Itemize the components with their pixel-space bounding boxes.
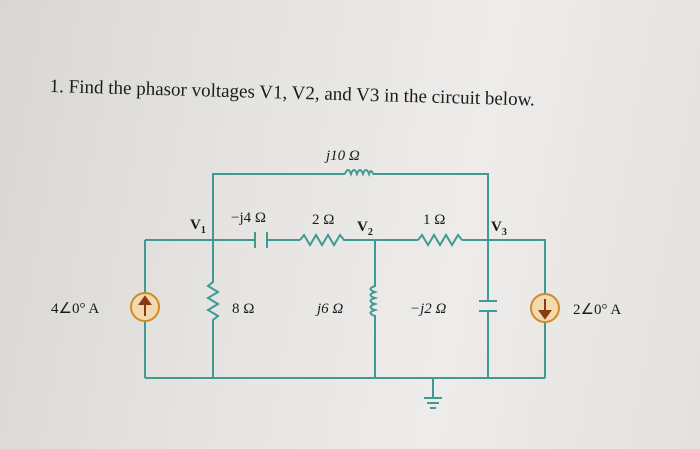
capacitor-neg-j4 — [254, 232, 268, 248]
middle-wire — [145, 239, 546, 294]
label-neg-j4: −j4 Ω — [231, 210, 266, 226]
top-branch-wire — [212, 173, 489, 240]
label-j6: j6 Ω — [315, 301, 343, 317]
label-v1: V1 — [190, 217, 206, 236]
resistor-2ohm — [299, 233, 350, 247]
label-8ohm: 8 Ω — [232, 301, 254, 317]
resistor-1ohm — [417, 233, 463, 247]
current-source-left — [130, 292, 160, 322]
label-neg-j2: −j2 Ω — [410, 301, 447, 317]
resistor-8ohm — [206, 240, 220, 378]
label-v3: V3 — [491, 219, 507, 238]
label-1ohm: 1 Ω — [423, 212, 445, 228]
capacitor-neg-j2 — [479, 240, 497, 378]
label-source-left: 4∠0° A — [51, 301, 99, 317]
ground-symbol — [424, 378, 442, 409]
j6-inductor — [369, 240, 379, 378]
label-source-right: 2∠0° A — [573, 302, 621, 318]
current-source-right — [530, 293, 560, 323]
j10-inductor — [344, 169, 374, 177]
label-v2: V2 — [357, 219, 373, 238]
label-2ohm: 2 Ω — [312, 212, 334, 228]
label-j10: j10 Ω — [324, 148, 360, 164]
